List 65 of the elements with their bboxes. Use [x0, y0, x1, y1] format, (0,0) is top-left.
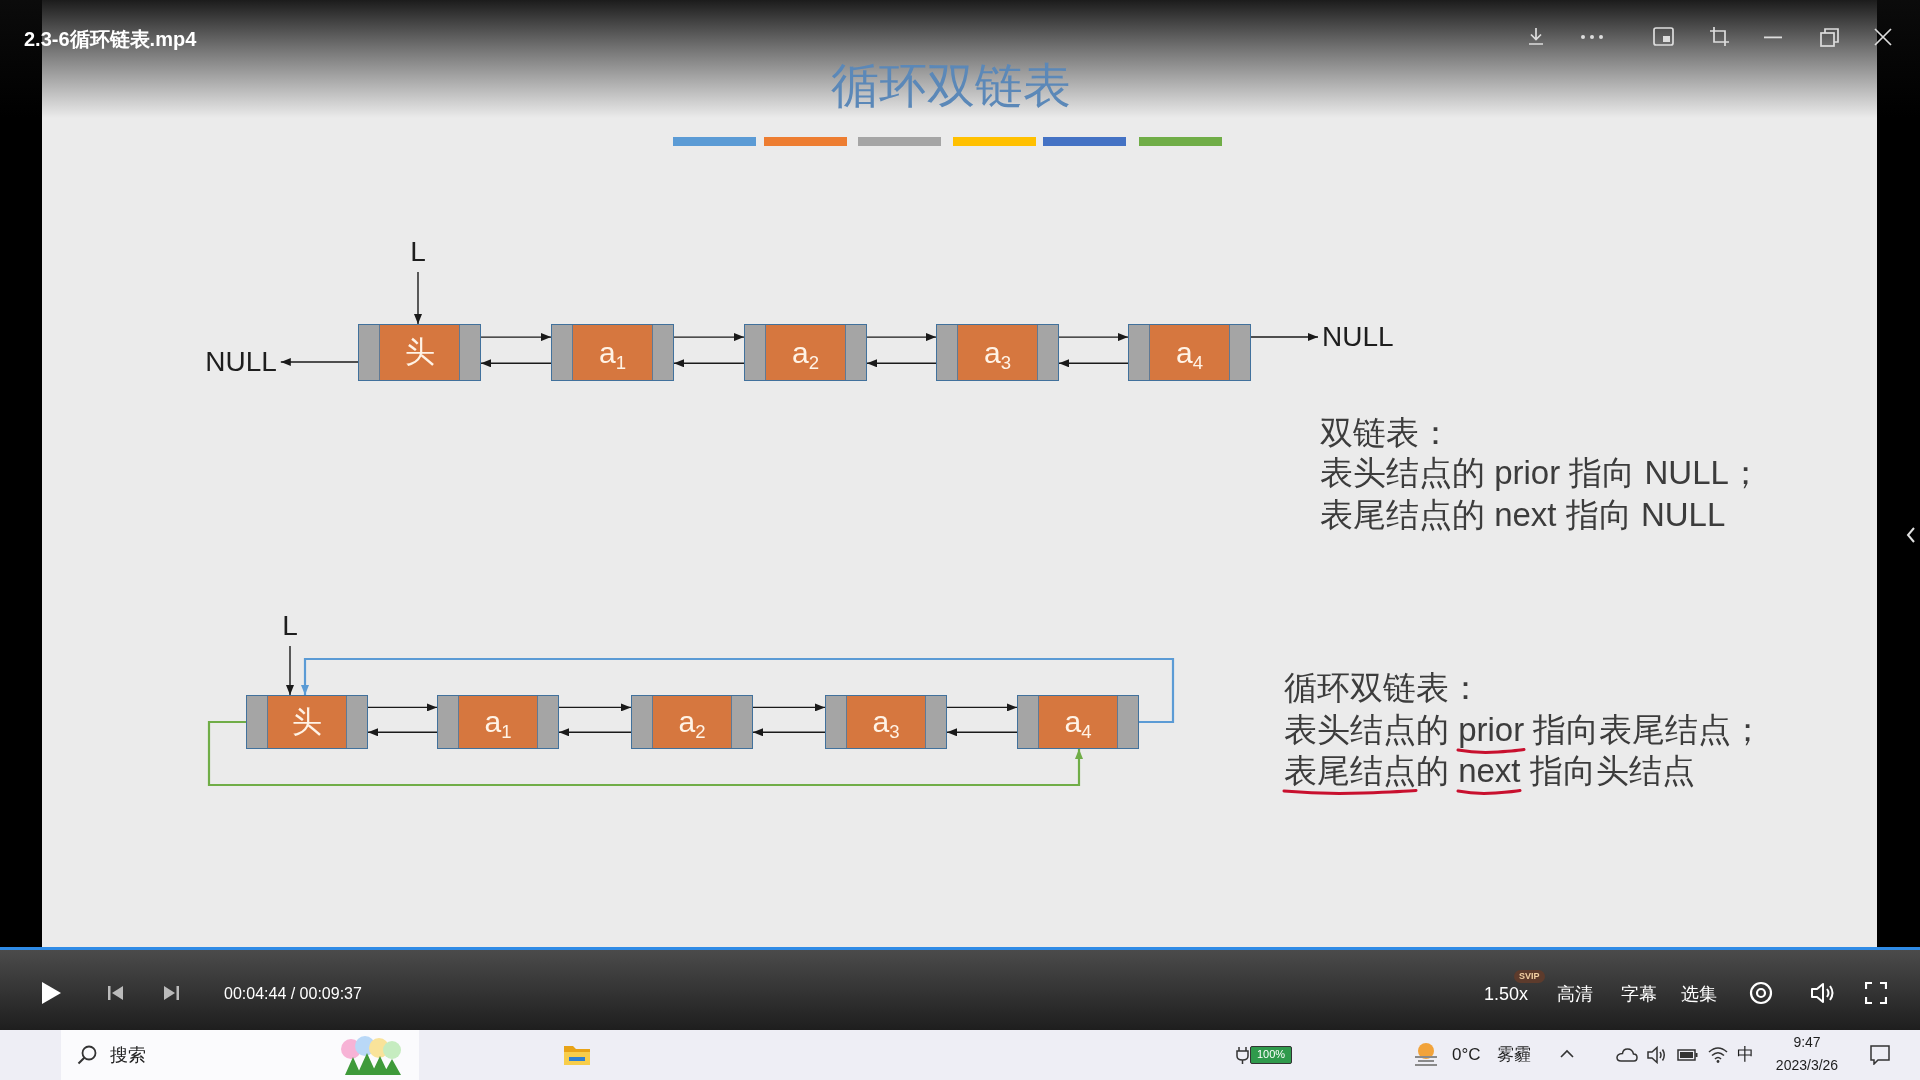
note-heading: 双链表：	[1320, 418, 1452, 448]
data-cell: a$_{2}$	[766, 325, 845, 380]
data-cell: a$_{4}$	[1039, 696, 1117, 748]
arrow	[414, 271, 422, 325]
arrow	[558, 703, 632, 712]
search-field: 搜索	[61, 1030, 419, 1080]
list-node	[825, 695, 947, 749]
arrow	[866, 359, 937, 368]
data-cell: a$_{3}$	[958, 325, 1037, 380]
arrow	[673, 333, 745, 342]
note-heading: 循环双链表：	[1284, 673, 1482, 703]
list-node	[246, 695, 368, 749]
arrow	[207, 720, 1083, 787]
data-cell: a$_{1}$	[573, 325, 652, 380]
input-method-text: 中	[1737, 1044, 1754, 1066]
note-text: 表尾结点的 next 指向头结点	[1284, 756, 1695, 786]
null-label: NULL	[205, 346, 277, 378]
data-cell: 头	[380, 325, 459, 380]
slide-title: 循环双链表	[831, 58, 1071, 114]
list-node	[631, 695, 753, 749]
data-cell: a$_{3}$	[847, 696, 925, 748]
arrow	[752, 703, 826, 712]
list-node	[1128, 324, 1251, 381]
arrow	[280, 358, 359, 366]
battery-indicator: 100%	[1250, 1046, 1292, 1064]
data-cell: a$_{4}$	[1150, 325, 1229, 380]
list-node	[936, 324, 1059, 381]
temperature-text: 0°C	[1452, 1044, 1481, 1066]
time-display: 00:04:44 / 00:09:37	[224, 984, 362, 1004]
arrow	[286, 645, 294, 696]
arrow	[752, 728, 826, 737]
list-node	[1017, 695, 1139, 749]
data-cell: a$_{2}$	[653, 696, 731, 748]
episode-control: 选集	[1681, 983, 1717, 1005]
arrow	[946, 728, 1018, 737]
arrow	[558, 728, 632, 737]
data-cell: a$_{1}$	[459, 696, 537, 748]
pointer-label: L	[410, 236, 426, 268]
note-text: 表尾结点的 next 指向 NULL	[1320, 500, 1726, 530]
list-node	[358, 324, 481, 381]
list-node	[744, 324, 867, 381]
arrow	[946, 703, 1018, 712]
arrow	[480, 359, 552, 368]
arrow	[301, 657, 1175, 724]
vip-badge: SVIP	[1514, 970, 1545, 983]
arrow	[367, 728, 438, 737]
speed-control: 1.50x	[1484, 983, 1529, 1005]
quality-control: 高清	[1557, 983, 1593, 1005]
clock-date: 2023/3/26	[1775, 1056, 1839, 1074]
clock-time: 9:47	[1793, 1033, 1821, 1051]
weather-text: 雾霾	[1497, 1044, 1531, 1066]
subtitle-control: 字幕	[1621, 983, 1657, 1005]
arrow	[1058, 359, 1129, 368]
null-label: NULL	[1322, 321, 1394, 353]
data-cell: 头	[268, 696, 346, 748]
pointer-label: L	[282, 610, 298, 642]
list-node	[551, 324, 674, 381]
arrow	[1058, 333, 1129, 342]
file-name: 2.3-6循环链表.mp4	[24, 27, 197, 51]
arrow	[866, 333, 937, 342]
arrow	[480, 333, 552, 342]
arrow	[673, 359, 745, 368]
arrow	[1250, 333, 1319, 341]
list-node	[437, 695, 559, 749]
arrow	[367, 703, 438, 712]
